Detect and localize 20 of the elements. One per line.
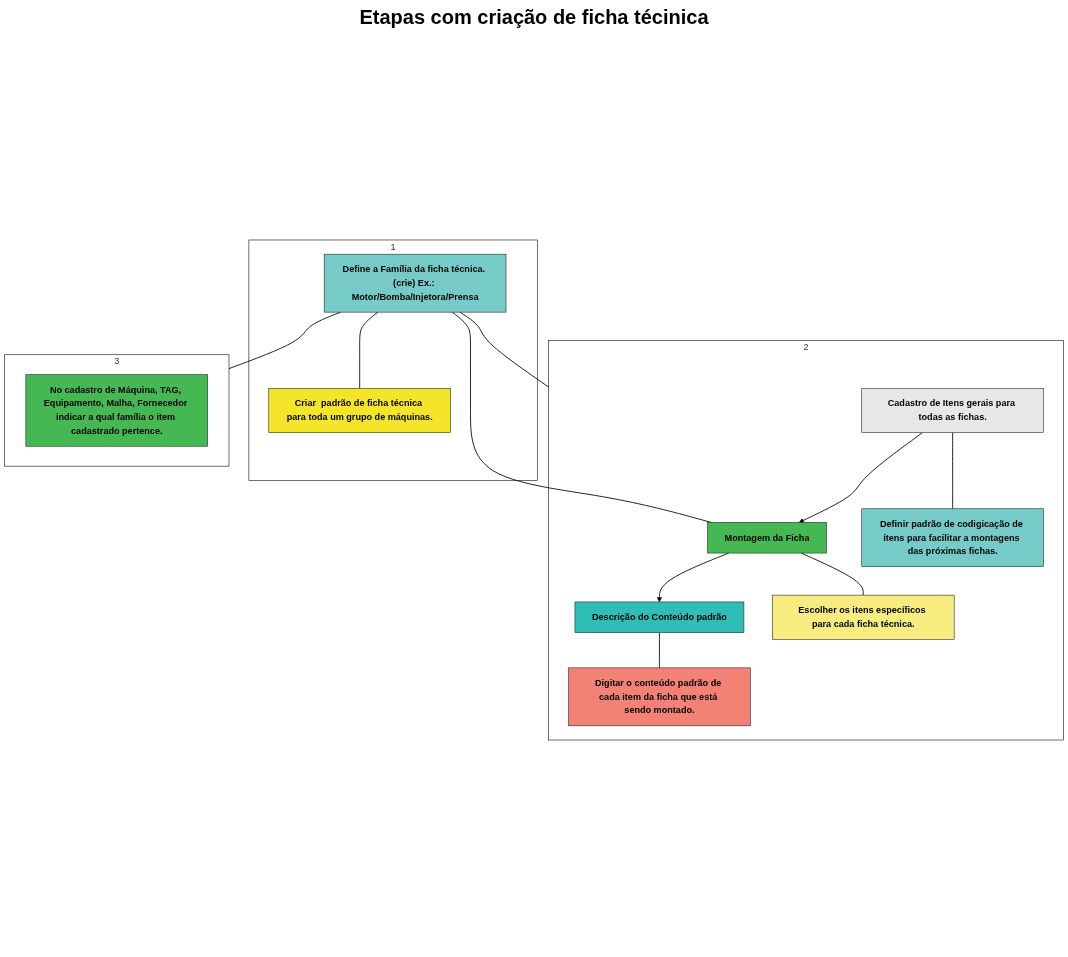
cluster	[548, 340, 1064, 741]
node-box: No cadastro de Máquina, TAG, Equipamento, Malha, Fornecedor indicar a qual família o item cadastrado pertence.	[25, 374, 208, 447]
node-label: 2	[803, 342, 809, 352]
cluster	[4, 354, 230, 467]
node-box: Escolher os itens específicos para cada ficha técnica.	[772, 594, 955, 640]
connector	[459, 311, 550, 388]
cluster	[248, 239, 538, 481]
node-box: Descrição do Conteúdo padrão	[574, 601, 745, 633]
node-box: Criar padrão de ficha técnica para toda um grupo de máquinas.	[268, 388, 451, 433]
node-box: Digitar o conteúdo padrão de cada item da ficha que está sendo montado.	[568, 667, 751, 727]
node-label: 3	[114, 356, 120, 367]
node-box: Cadastro de Itens gerais para todas as fichas.	[861, 388, 1044, 433]
connector	[659, 632, 660, 669]
node-box: Define a Família da ficha técnica. (crie) Ex.: Motor/Bomba/Injetora/Prensa	[323, 253, 507, 313]
connector	[952, 432, 954, 510]
node-box: Montagem da Ficha	[707, 522, 827, 554]
connector	[359, 311, 379, 389]
node-box: Definir padrão de codigicação de ítens para facilitar a montagens das próximas fichas.	[861, 508, 1044, 567]
diagram-title: Etapas com criação de ficha técinica	[358, 6, 710, 29]
node-label: 1	[390, 241, 396, 252]
